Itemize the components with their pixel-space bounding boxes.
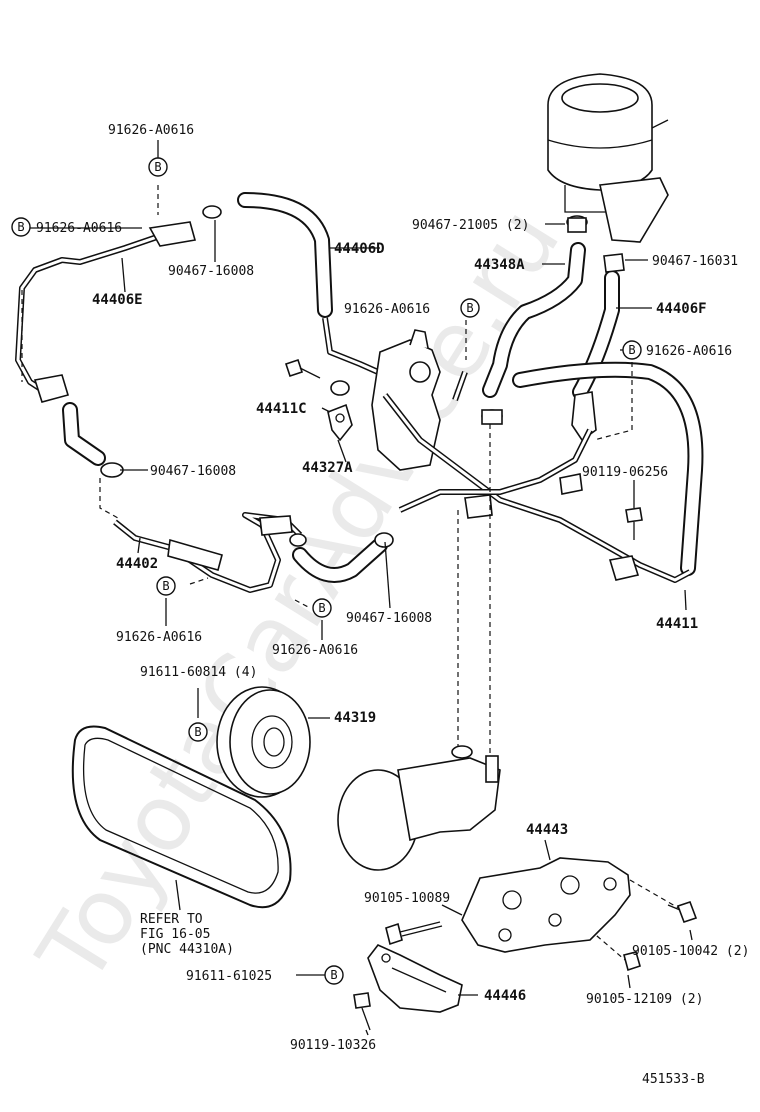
label-90467-16031: 90467-16031 [652,254,738,269]
bolt-90105-12109 [623,951,641,972]
bracket-44443 [461,857,631,953]
label-44411c: 44411C [256,401,307,417]
label-91626-a0616-right: 91626-A0616 [646,344,732,359]
bolt-90119-06256 [625,507,643,540]
label-44446: 44446 [484,988,526,1004]
badge-b-pulley: B [188,722,208,742]
label-91611-61025: 91611-61025 [186,969,272,984]
label-90467-16008-top: 90467-16008 [168,264,254,279]
label-44406e: 44406E [92,292,143,308]
refer-note: REFER TO FIG 16-05 (PNC 44310A) [140,912,234,957]
badge-b-bottom-mid: B [312,598,332,618]
label-44327a: 44327A [302,460,353,476]
label-90119-10326: 90119-10326 [290,1038,376,1053]
svg-text:B: B [318,601,325,615]
label-90467-21005: 90467-21005 (2) [412,218,529,233]
label-44443: 44443 [526,822,568,838]
svg-text:B: B [154,160,161,174]
svg-text:B: B [330,968,337,982]
label-90467-16008-bottom: 90467-16008 [346,611,432,626]
vane-pump [337,745,501,871]
pipes-central [382,370,692,583]
bolt-44411c [284,358,321,379]
svg-text:B: B [466,301,473,315]
hose-44406f [512,253,704,576]
refer-line-2: FIG 16-05 [140,927,210,942]
label-91626-a0616-bottom-mid: 91626-A0616 [272,643,358,658]
label-90105-10089: 90105-10089 [364,891,450,906]
svg-text:B: B [194,725,201,739]
bracket-44446 [367,944,463,1013]
label-91626-a0616-top: 91626-A0616 [108,123,194,138]
refer-line-3: (PNC 44310A) [140,942,234,957]
label-90105-10042: 90105-10042 (2) [632,944,749,959]
pump-body-upper [371,329,597,471]
label-91626-a0616-left: 91626-A0616 [36,221,122,236]
label-44348a: 44348A [474,257,525,273]
leader-lines [30,140,693,1036]
refer-line-1: REFER TO [140,912,203,927]
return-pipe-44402 [113,512,394,593]
label-44406f: 44406F [656,301,707,317]
label-44402: 44402 [116,556,158,572]
label-91611-60814: 91611-60814 (4) [140,665,257,680]
svg-text:B: B [17,220,24,234]
label-90119-06256: 90119-06256 [582,465,668,480]
bolt-90105-10089 [385,921,443,946]
svg-text:B: B [162,579,169,593]
figure-id: 451533-B [642,1072,705,1087]
bolt-90105-10042 [667,900,698,924]
label-91626-a0616-bottom-left: 91626-A0616 [116,630,202,645]
pulley-44319 [216,686,311,798]
label-91626-a0616-mid: 91626-A0616 [344,302,430,317]
label-44319: 44319 [334,710,376,726]
label-90467-16008-left: 90467-16008 [150,464,236,479]
bracket-44327a [327,403,353,442]
dashed-reference-lines [21,185,683,961]
bolt-90119-10326 [353,992,371,1031]
badge-b-top: B [148,157,168,177]
label-44411: 44411 [656,616,698,632]
badge-b-bottom-left: B [156,576,176,596]
hose-44406d [237,192,380,396]
svg-text:B: B [628,343,635,357]
label-44406d: 44406D [334,241,385,257]
badge-b-right: B [622,340,642,360]
badge-b-lower: B [324,965,344,985]
badge-b-mid: B [460,298,480,318]
drive-belt [71,725,292,909]
hose-44348a [481,215,588,425]
label-90105-12109: 90105-12109 (2) [586,992,703,1007]
pressure-pipe-44406e [15,205,222,478]
reservoir-tank [547,73,669,243]
badge-b-left: B [11,217,31,237]
